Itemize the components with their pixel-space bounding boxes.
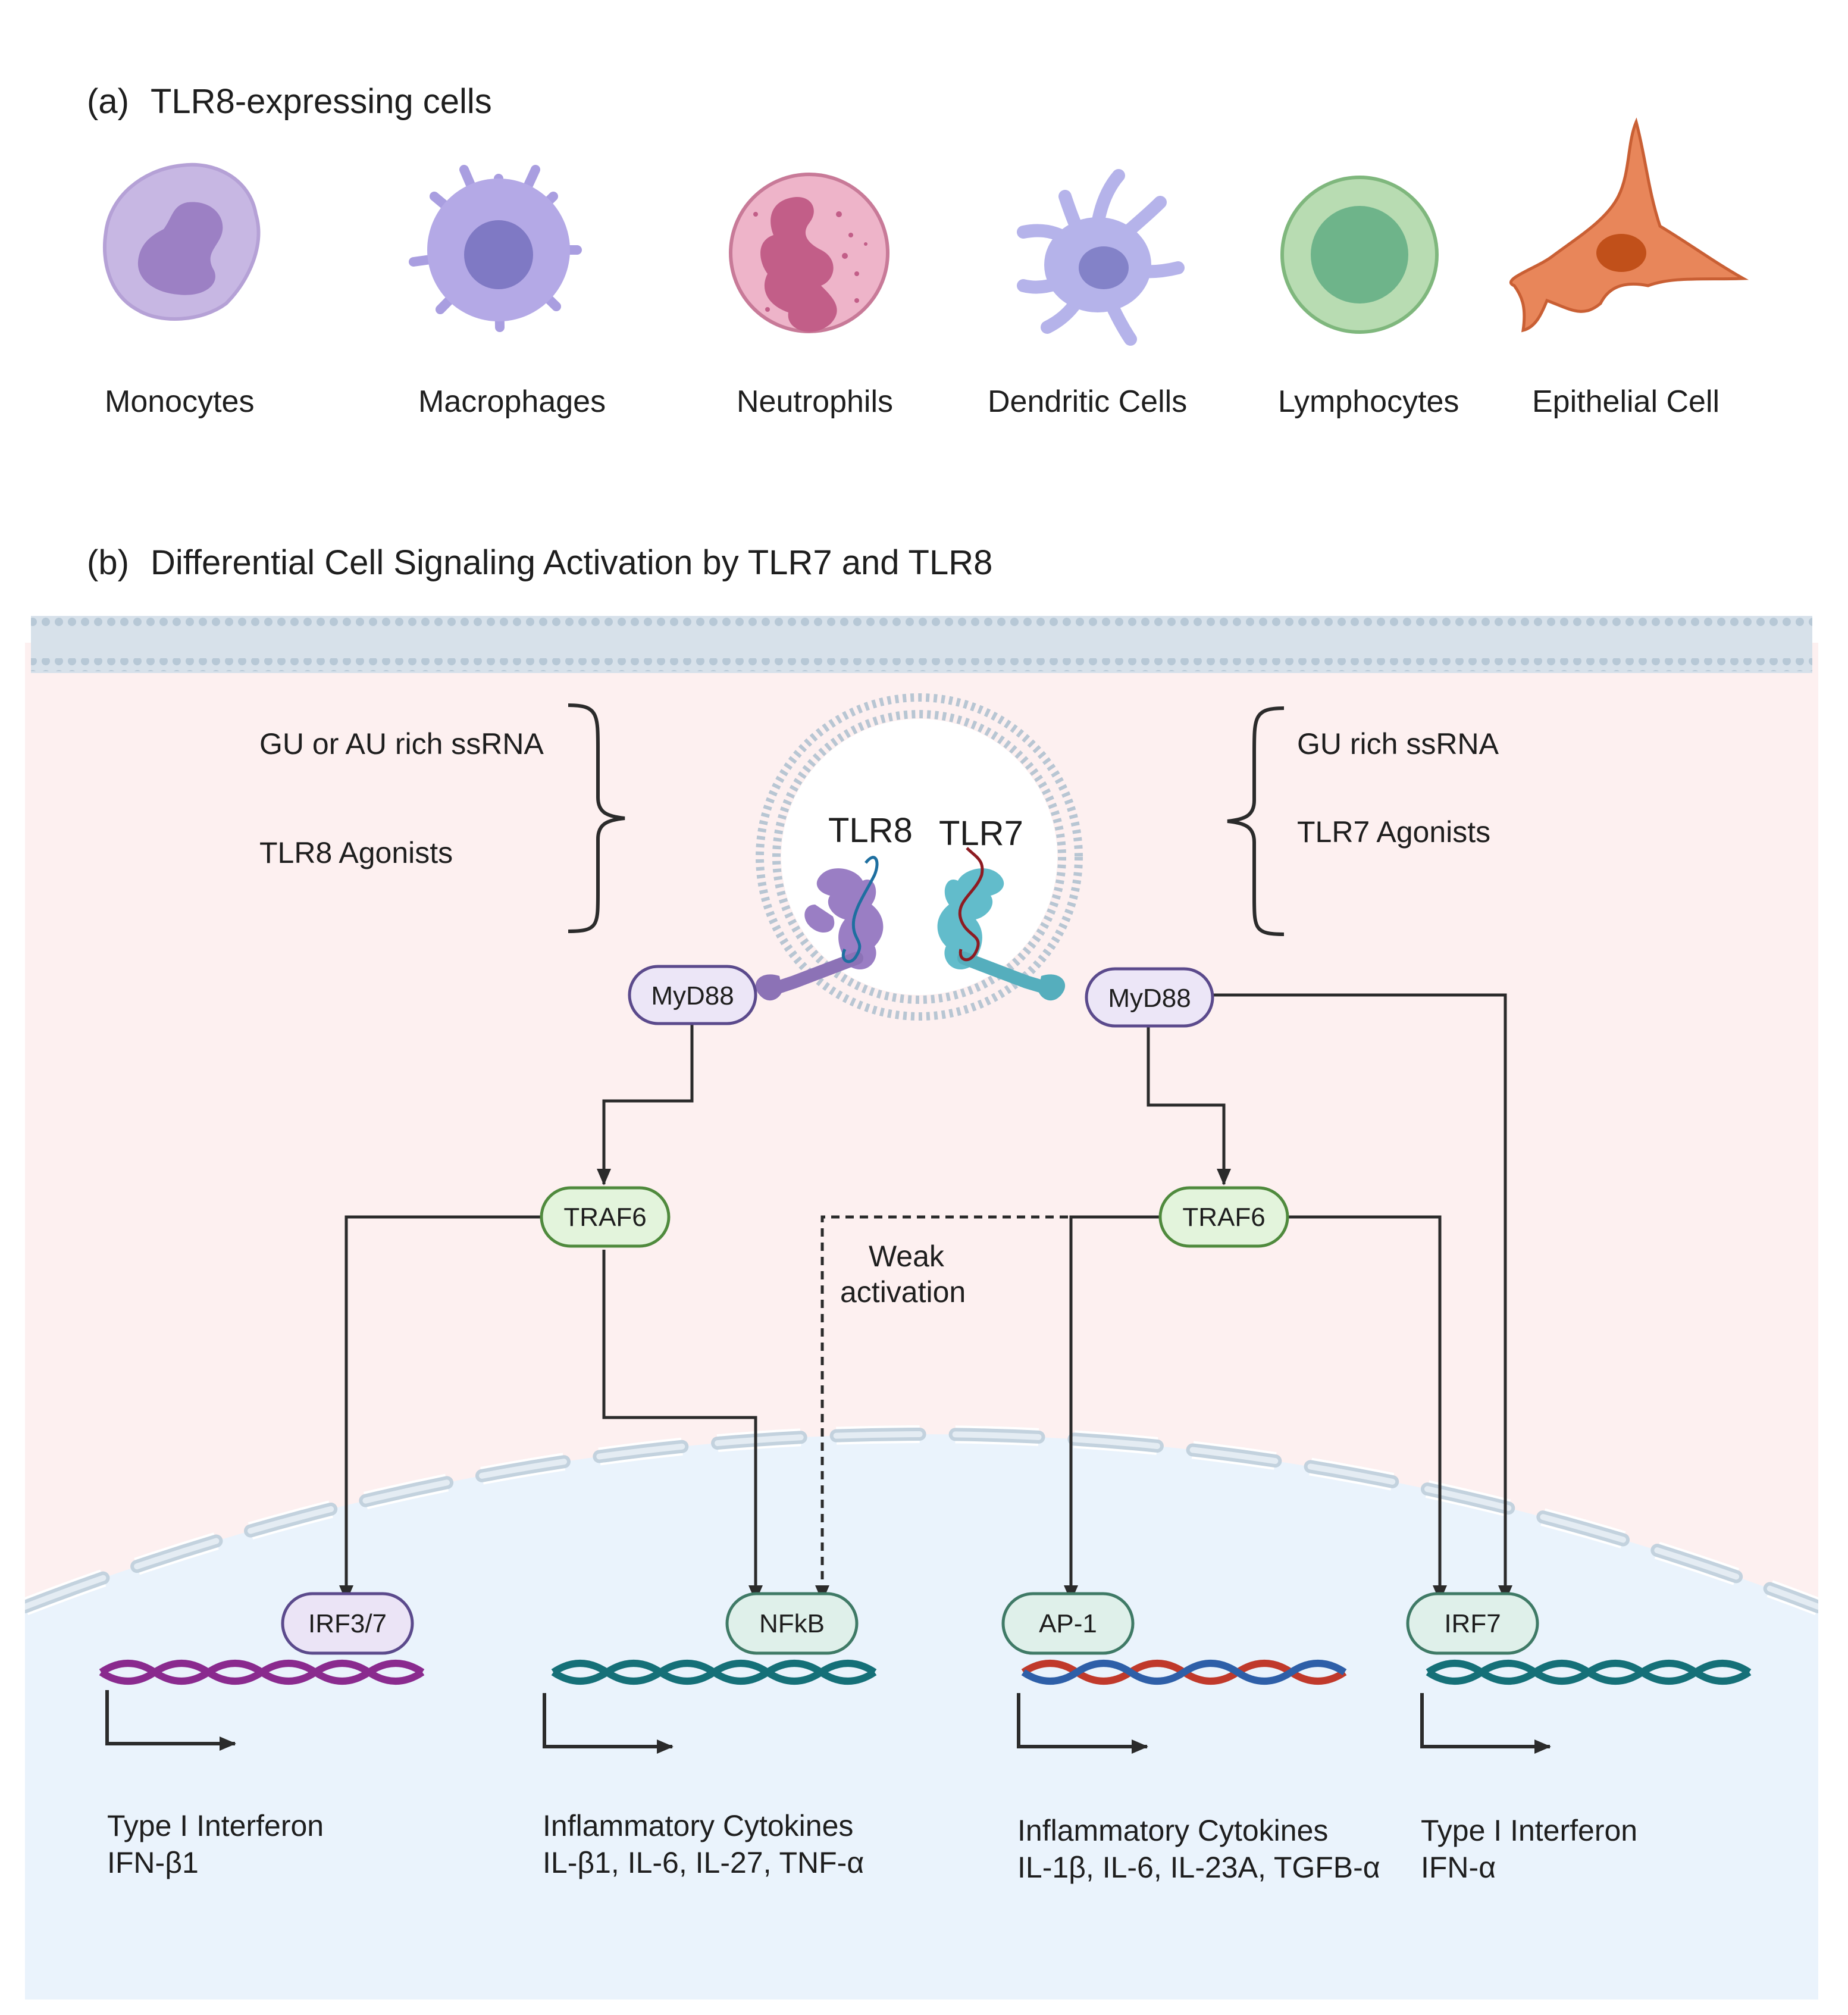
section-b-tag: (b) bbox=[87, 543, 129, 582]
right-ligand-ssrna: GU rich ssRNA bbox=[1297, 727, 1499, 761]
output-3-title: Inflammatory Cytokines bbox=[1017, 1814, 1328, 1847]
tf-label-irf37: IRF3/7 bbox=[308, 1609, 387, 1638]
section-a-title: TLR8-expressing cells bbox=[151, 82, 492, 121]
dna-strand-4 bbox=[1426, 1660, 1752, 1685]
section-b-title: Differential Cell Signaling Activation b… bbox=[151, 543, 992, 582]
left-ligand-brace bbox=[568, 703, 625, 933]
cell-label-monocytes: Monocytes bbox=[105, 384, 254, 419]
tf-label-ap1: AP-1 bbox=[1039, 1609, 1097, 1638]
receptor-label-tlr8: TLR8 bbox=[828, 811, 913, 850]
traf6-node-left: TRAF6 bbox=[540, 1186, 671, 1248]
tf-node-nfkb: NFkB bbox=[725, 1592, 859, 1655]
tf-label-irf7: IRF7 bbox=[1444, 1609, 1501, 1638]
weak-activation-line1: Weak bbox=[869, 1240, 945, 1273]
lymphocyte-cell-icon bbox=[1280, 176, 1439, 334]
transcription-arrows bbox=[105, 1690, 1551, 1754]
cell-label-epithelial: Epithelial Cell bbox=[1532, 384, 1719, 419]
tlr7-receptor-icon bbox=[937, 847, 1066, 1001]
nucleus-region bbox=[25, 1425, 1818, 2000]
output-4-genes: IFN-α bbox=[1421, 1851, 1496, 1884]
tf-node-irf7: IRF7 bbox=[1406, 1592, 1539, 1655]
epithelial-cell-icon bbox=[1509, 117, 1749, 333]
dna-strand-2 bbox=[551, 1660, 877, 1685]
left-ligand-agonists: TLR8 Agonists bbox=[259, 836, 453, 869]
output-1-title: Type I Interferon bbox=[107, 1809, 324, 1842]
tf-node-ap1: AP-1 bbox=[1001, 1592, 1135, 1655]
myd88-node-right: MyD88 bbox=[1085, 967, 1214, 1028]
cell-label-macrophages: Macrophages bbox=[418, 384, 606, 419]
output-1-genes: IFN-β1 bbox=[107, 1846, 199, 1879]
cell-label-lymphocytes: Lymphocytes bbox=[1278, 384, 1459, 419]
left-ligand-ssrna: GU or AU rich ssRNA bbox=[259, 727, 544, 761]
myd88-right-label: MyD88 bbox=[1108, 984, 1191, 1013]
cell-label-neutrophils: Neutrophils bbox=[737, 384, 893, 419]
macrophage-cell-icon bbox=[409, 165, 582, 332]
weak-activation-line2: activation bbox=[840, 1275, 966, 1309]
tlr8-receptor-icon bbox=[755, 856, 884, 1001]
tf-label-nfkb: NFkB bbox=[759, 1609, 825, 1638]
receptor-label-tlr7: TLR7 bbox=[939, 814, 1023, 853]
neutrophil-cell-icon bbox=[729, 173, 889, 333]
myd88-left-label: MyD88 bbox=[651, 981, 734, 1010]
output-2-genes: IL-β1, IL-6, IL-27, TNF-α bbox=[543, 1846, 864, 1879]
output-3-genes: IL-1β, IL-6, IL-23A, TGFB-α bbox=[1017, 1851, 1380, 1884]
dna-strand-1 bbox=[99, 1660, 425, 1685]
myd88-node-left: MyD88 bbox=[628, 965, 757, 1025]
section-a-tag: (a) bbox=[87, 82, 129, 121]
monocyte-cell-icon bbox=[102, 162, 261, 321]
output-2-title: Inflammatory Cytokines bbox=[543, 1809, 853, 1842]
traf6-right-label: TRAF6 bbox=[1182, 1203, 1265, 1232]
tf-node-irf37: IRF3/7 bbox=[281, 1592, 414, 1655]
plasma-membrane bbox=[31, 616, 1812, 673]
right-ligand-agonists: TLR7 Agonists bbox=[1297, 815, 1490, 849]
cell-label-dendritic: Dendritic Cells bbox=[988, 384, 1187, 419]
dna-strand-3 bbox=[1021, 1660, 1347, 1685]
right-ligand-brace bbox=[1227, 706, 1285, 936]
output-4-title: Type I Interferon bbox=[1421, 1814, 1637, 1847]
traf6-node-right: TRAF6 bbox=[1158, 1186, 1289, 1248]
dendritic-cell-icon bbox=[1017, 169, 1185, 346]
pathway-connectors bbox=[339, 993, 1512, 1602]
traf6-left-label: TRAF6 bbox=[563, 1203, 646, 1232]
